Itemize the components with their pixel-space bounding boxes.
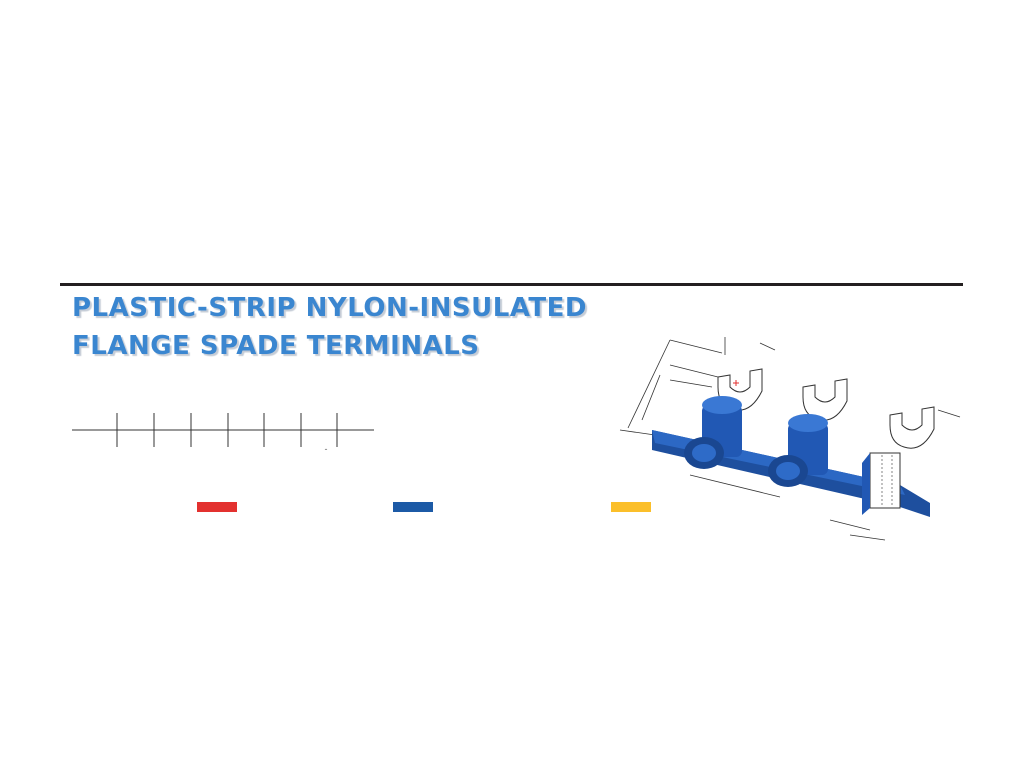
dimension-tick-ruler	[72, 413, 374, 450]
header-rule	[60, 283, 963, 286]
color-swatch-yellow	[611, 502, 651, 512]
page-title-line-2: FLANGE SPADE TERMINALS	[72, 331, 480, 361]
color-swatch-red	[197, 502, 237, 512]
page-title-line-1: PLASTIC-STRIP NYLON-INSULATED	[72, 293, 588, 323]
spade-terminal-strip-illustration	[619, 337, 961, 541]
color-swatch-blue	[393, 502, 433, 512]
